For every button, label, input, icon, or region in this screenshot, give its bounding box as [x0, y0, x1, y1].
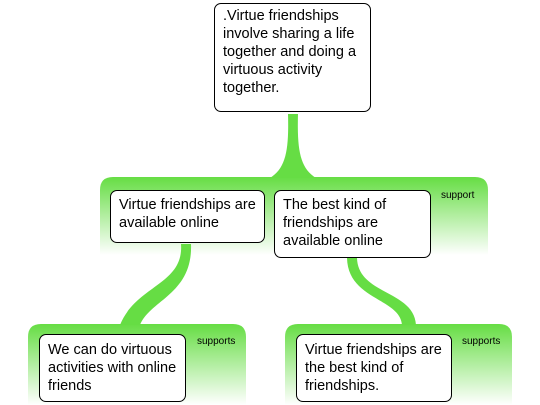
evidence-left-box[interactable]: We can do virtuous activities with onlin…: [39, 334, 186, 402]
evidence-left-text: We can do virtuous activities with onlin…: [48, 342, 177, 394]
reason-left-box[interactable]: Virtue friendships are available online: [110, 190, 265, 243]
root-claim-box[interactable]: .Virtue friendships involve sharing a li…: [214, 3, 371, 112]
connector-root-to-support: [270, 114, 316, 178]
connector-right-to-supports: [347, 258, 416, 325]
reason-left-text: Virtue friendships are available online: [119, 197, 256, 231]
support-label: support: [441, 190, 475, 201]
reason-right-text: The best kind of friendships are availab…: [283, 197, 387, 249]
connector-left-to-supports: [120, 244, 192, 325]
supports-label-right: supports: [462, 336, 501, 347]
evidence-right-box[interactable]: Virtue friendships are the best kind of …: [296, 334, 452, 402]
reason-right-box[interactable]: The best kind of friendships are availab…: [274, 190, 431, 258]
supports-label-left: supports: [197, 336, 236, 347]
root-claim-text: .Virtue friendships involve sharing a li…: [223, 8, 357, 96]
evidence-right-text: Virtue friendships are the best kind of …: [305, 342, 442, 394]
